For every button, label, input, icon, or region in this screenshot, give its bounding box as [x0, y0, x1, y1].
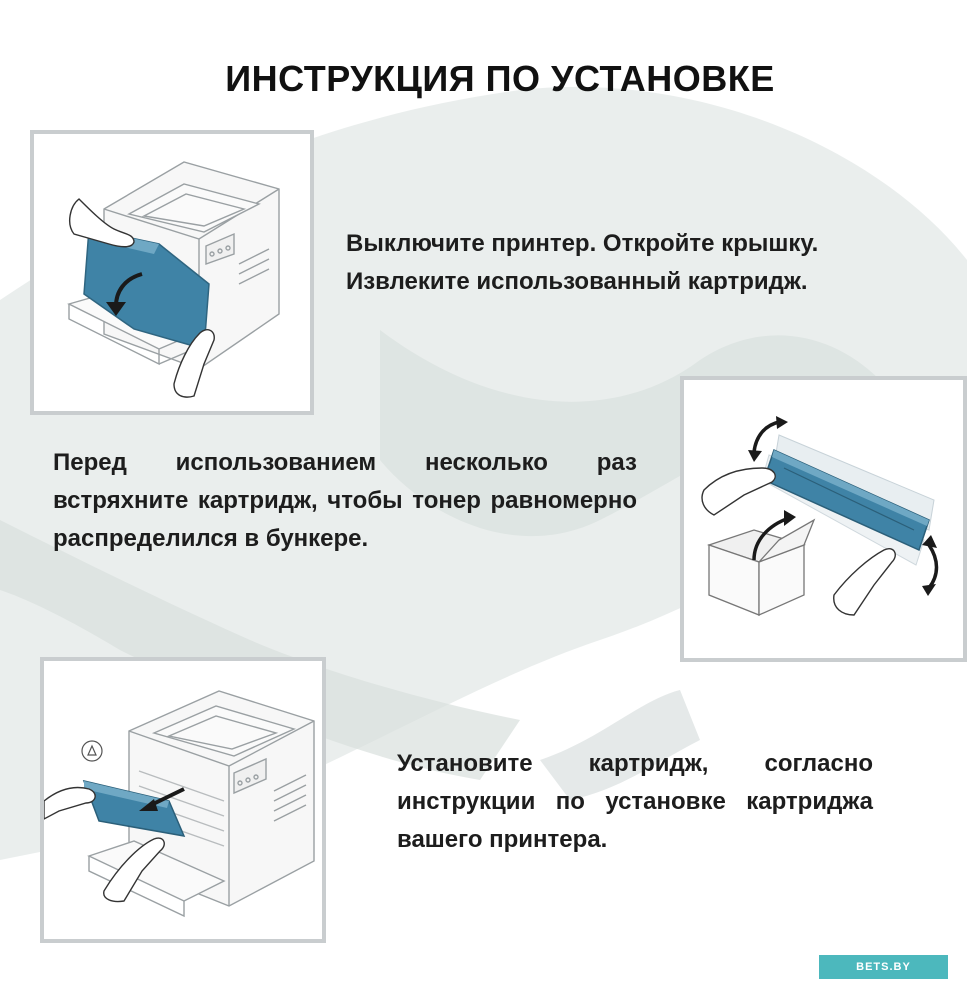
printer-insert-illustration	[44, 690, 315, 918]
step-1-text: Выключите принтер. Откройте крышку. Извл…	[346, 230, 819, 295]
recycle-icon	[81, 740, 103, 762]
watermark-logo: BETS.BY	[819, 955, 948, 979]
printer-open-illustration	[67, 161, 280, 398]
step-1-illustration	[30, 130, 314, 415]
step-2-illustration	[680, 376, 967, 662]
cartridge-shape	[82, 779, 186, 837]
step-3-illustration	[40, 657, 326, 943]
page-title: ИНСТРУКЦИЯ ПО УСТАНОВКЕ	[225, 58, 775, 99]
step-3-text: Установите картридж, согласно инструкции…	[397, 750, 873, 853]
step-2-text: Перед использованием несколько раз встря…	[53, 449, 637, 552]
shake-cartridge-illustration	[701, 416, 939, 617]
